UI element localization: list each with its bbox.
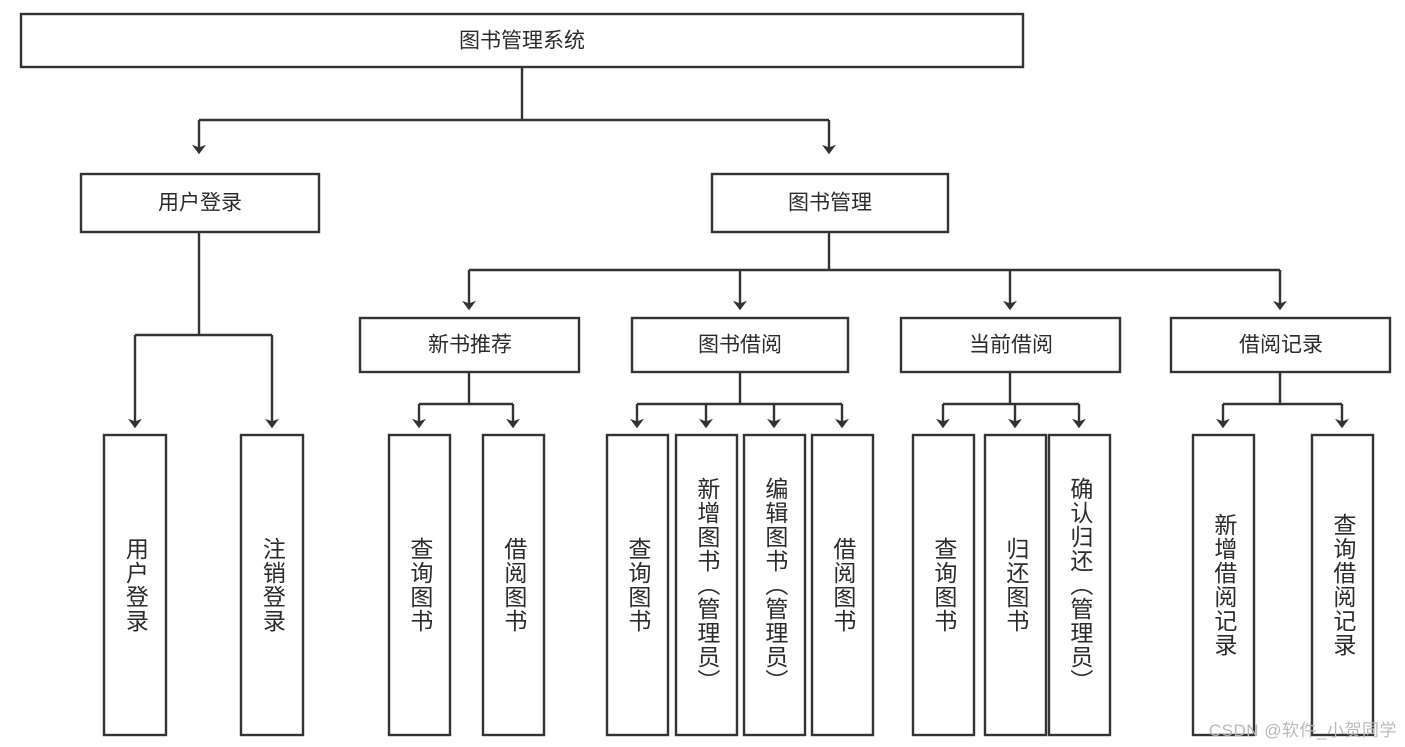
leaf-box-book-borrow-3[interactable]	[810, 433, 875, 737]
node-root-book-management-system[interactable]: 图书管理系统	[19, 12, 1025, 69]
node-label: 借阅记录	[1239, 334, 1323, 357]
node-label: 图书借阅	[698, 334, 782, 357]
node-user-login[interactable]: 用户登录	[79, 172, 321, 234]
connector-userlogin-to-leaves	[128, 232, 279, 429]
leaf-box-current-borrow-0[interactable]	[911, 433, 976, 737]
node-label: 图书管理	[788, 192, 872, 215]
leaf-box-book-borrow-2[interactable]	[742, 433, 807, 737]
leaf-box-new-book-0[interactable]	[387, 433, 452, 737]
node-label: 图书管理系统	[459, 30, 585, 53]
node-label: 新书推荐	[428, 334, 512, 357]
connector-root-to-level1	[192, 67, 836, 155]
leaf-box-user-login-1[interactable]	[239, 433, 305, 737]
leaf-box-current-borrow-2[interactable]	[1047, 433, 1112, 737]
node-book-management[interactable]: 图书管理	[710, 172, 950, 234]
leaf-box-current-borrow-1[interactable]	[983, 433, 1048, 737]
leaf-box-borrow-record-1[interactable]	[1310, 433, 1375, 737]
node-current-borrow[interactable]: 当前借阅	[899, 316, 1122, 374]
leaf-box-book-borrow-1[interactable]	[674, 433, 739, 737]
node-label: 用户登录	[158, 192, 242, 215]
node-label: 当前借阅	[969, 334, 1053, 357]
leaf-box-borrow-record-0[interactable]	[1191, 433, 1256, 737]
connector-bookborrow-to-leaves	[630, 372, 849, 429]
connector-borrowrecord-to-leaves	[1216, 372, 1349, 429]
connector-bookmanage-to-level2	[462, 232, 1287, 311]
node-borrow-record[interactable]: 借阅记录	[1169, 316, 1392, 374]
connector-newbook-to-leaves	[412, 372, 520, 429]
node-book-borrow[interactable]: 图书借阅	[630, 316, 850, 374]
leaf-box-book-borrow-0[interactable]	[605, 433, 670, 737]
node-new-book-recommend[interactable]: 新书推荐	[358, 316, 581, 374]
connector-currentborrow-to-leaves	[936, 372, 1086, 429]
leaf-box-user-login-0[interactable]	[102, 433, 168, 737]
leaf-box-new-book-1[interactable]	[481, 433, 546, 737]
